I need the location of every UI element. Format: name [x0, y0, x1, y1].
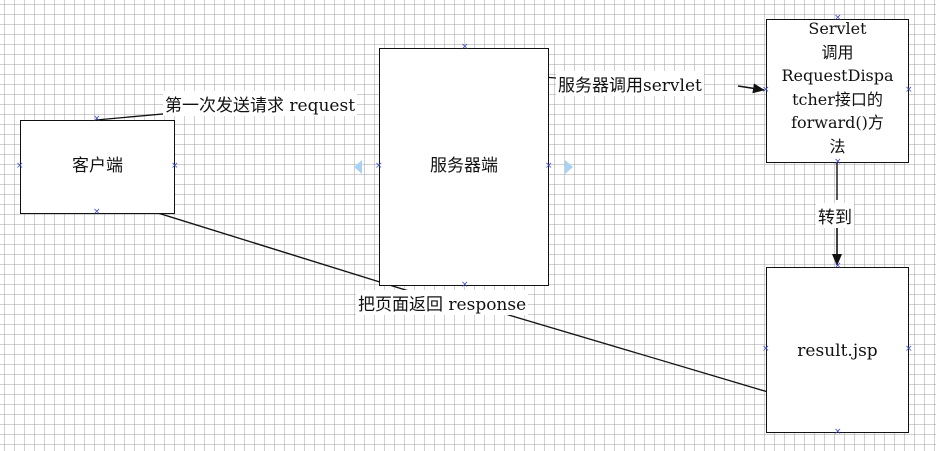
request-edge-label: 第一次发送请求 request [163, 91, 358, 116]
client-right-handle[interactable]: × [171, 161, 179, 171]
servlet-label-line-4: tcher接口的 [792, 89, 883, 109]
response-edge-label: 把页面返回 response [356, 290, 529, 315]
result-right-handle[interactable]: × [905, 344, 913, 354]
servlet-label-line-5: forward()方 [791, 113, 884, 132]
server-right-handle[interactable]: × [545, 161, 553, 171]
resize-right-arrow[interactable] [565, 160, 573, 174]
servlet-left-handle[interactable]: × [762, 85, 770, 95]
server-label: 服务器端 [430, 156, 498, 176]
client-label: 客户端 [72, 156, 123, 176]
client-left-handle[interactable]: × [16, 161, 24, 171]
response-arrow[interactable] [115, 198, 413, 293]
forward-edge-label: 转到 [816, 203, 854, 228]
servlet-label-line-6: 法 [829, 136, 846, 156]
servlet-label-line-1: Servlet [808, 19, 867, 38]
servlet-label-line-2: 调用 [821, 42, 854, 62]
server-top-handle[interactable]: × [461, 42, 469, 52]
result-label: result.jsp [797, 341, 878, 361]
result-top-handle[interactable]: × [834, 261, 842, 271]
client-bottom-handle[interactable]: × [93, 207, 101, 217]
server-bottom-handle[interactable]: × [461, 280, 469, 290]
servlet-label: Servlet 调用 RequestDispa tcher接口的 forward… [767, 19, 908, 158]
servlet-bottom-handle[interactable]: × [834, 157, 842, 167]
call-servlet-arrow[interactable] [737, 83, 765, 94]
result-bottom-handle[interactable]: × [834, 427, 842, 437]
servlet-node[interactable]: Servlet 调用 RequestDispa tcher接口的 forward… [766, 19, 909, 163]
client-node[interactable]: 客户端 [20, 120, 175, 214]
servlet-right-handle[interactable]: × [905, 85, 913, 95]
server-left-handle[interactable]: × [375, 161, 383, 171]
result-left-handle[interactable]: × [762, 344, 770, 354]
call-servlet-edge-label: 服务器调用servlet [556, 71, 704, 96]
response-connector[interactable] [501, 312, 806, 404]
result-node[interactable]: result.jsp [766, 267, 909, 433]
server-node[interactable]: 服务器端 [379, 48, 549, 286]
client-top-handle[interactable]: × [93, 114, 101, 124]
resize-left-arrow[interactable] [354, 160, 362, 174]
servlet-label-line-3: RequestDispa [781, 66, 894, 85]
servlet-top-handle[interactable]: × [834, 13, 842, 23]
